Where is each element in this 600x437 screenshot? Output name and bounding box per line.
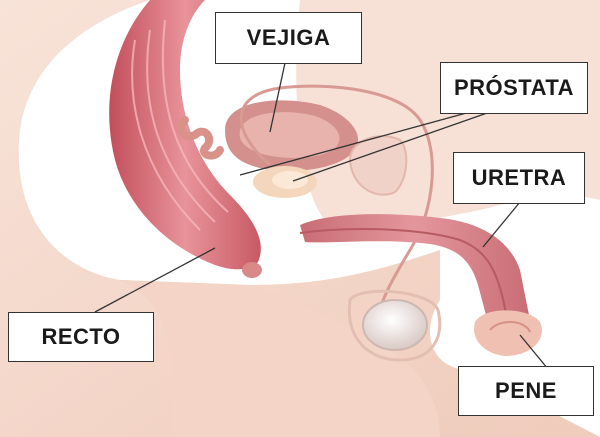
label-prostata: PRÓSTATA bbox=[440, 62, 588, 114]
anus bbox=[242, 262, 262, 278]
leader-uretra bbox=[483, 202, 520, 247]
label-vejiga: VEJIGA bbox=[215, 12, 362, 64]
testicle bbox=[363, 300, 427, 350]
label-recto: RECTO bbox=[8, 312, 154, 362]
label-uretra: URETRA bbox=[453, 152, 585, 204]
prostate-highlight bbox=[272, 171, 308, 189]
label-pene: PENE bbox=[458, 366, 594, 416]
